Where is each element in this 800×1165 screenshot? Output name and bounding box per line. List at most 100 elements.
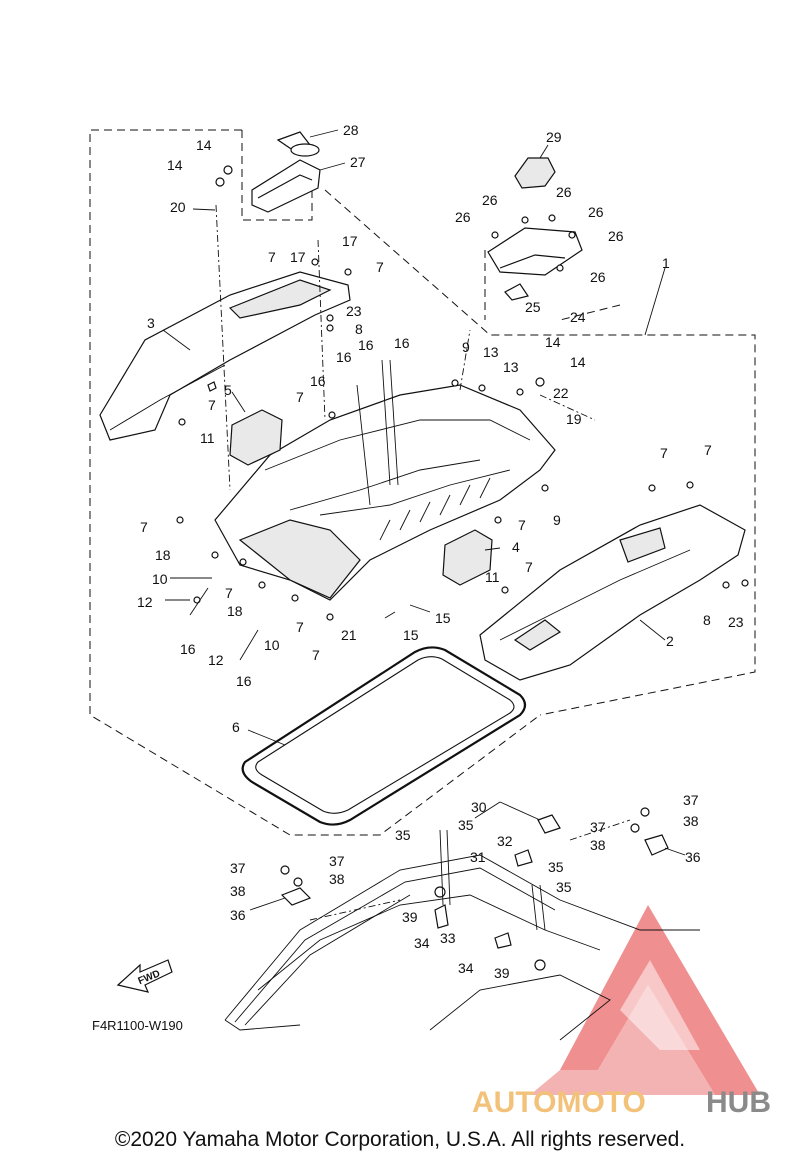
- callout-9a: 9: [462, 339, 470, 355]
- callouts: 1 2 3 4 5 6 7 7 7 7 7 7 7 7 7 7 7 7 8 8 …: [137, 122, 744, 981]
- callout-13b: 13: [503, 359, 519, 375]
- callout-10b: 10: [264, 637, 280, 653]
- callout-39b: 39: [494, 965, 510, 981]
- callout-35d: 35: [556, 879, 572, 895]
- callout-10a: 10: [152, 571, 168, 587]
- callout-38d: 38: [590, 837, 606, 853]
- fwd-arrow-icon: [116, 959, 173, 993]
- callout-11a: 11: [200, 430, 215, 446]
- callout-34a: 34: [414, 935, 430, 951]
- callout-7j: 7: [225, 585, 233, 601]
- callout-7c: 7: [208, 397, 216, 413]
- callout-14c: 14: [545, 334, 561, 350]
- callout-7k: 7: [296, 619, 304, 635]
- part-5-box: [229, 409, 283, 466]
- callout-8b: 8: [703, 612, 711, 628]
- callout-26b: 26: [556, 184, 572, 200]
- callout-7l: 7: [312, 647, 320, 663]
- callout-16d: 16: [310, 373, 326, 389]
- callout-7d: 7: [296, 389, 304, 405]
- callout-26e: 26: [608, 228, 624, 244]
- callout-5: 5: [224, 382, 232, 398]
- callout-38a: 38: [230, 883, 246, 899]
- callout-7f: 7: [704, 442, 712, 458]
- callout-23b: 23: [728, 614, 744, 630]
- part-2-right-cover: [479, 504, 746, 681]
- watermark-text-1: AUTOMOTO: [472, 1086, 646, 1119]
- callout-14a: 14: [196, 137, 212, 153]
- part-27-28-seat-stay: [251, 129, 346, 213]
- callout-37b: 37: [329, 853, 345, 869]
- leader-lines: [162, 208, 686, 911]
- rods: [189, 359, 546, 931]
- callout-7h: 7: [518, 517, 526, 533]
- callout-1: 1: [662, 255, 670, 271]
- callout-35c: 35: [548, 859, 564, 875]
- diagram-code: F4R1100-W190: [92, 1018, 183, 1033]
- callout-6: 6: [232, 719, 240, 735]
- callout-26d: 26: [455, 209, 471, 225]
- callout-11b: 11: [485, 569, 500, 585]
- part-29-cap: [514, 144, 556, 189]
- callout-16a: 16: [336, 349, 352, 365]
- callout-29: 29: [546, 129, 562, 145]
- callout-26f: 26: [590, 269, 606, 285]
- callout-34b: 34: [458, 960, 474, 976]
- callout-9b: 9: [553, 512, 561, 528]
- callout-26a: 26: [482, 192, 498, 208]
- callout-20: 20: [170, 199, 186, 215]
- callout-31: 31: [470, 849, 486, 865]
- callout-4: 4: [512, 539, 520, 555]
- callout-3: 3: [147, 315, 155, 331]
- callout-16e: 16: [180, 641, 196, 657]
- callout-15a: 15: [435, 610, 451, 626]
- callout-27: 27: [350, 154, 366, 170]
- callout-7g: 7: [140, 519, 148, 535]
- callout-39a: 39: [402, 909, 418, 925]
- watermark-text-2: HUB: [706, 1086, 771, 1119]
- callout-35b: 35: [458, 817, 474, 833]
- callout-7e: 7: [660, 445, 668, 461]
- callout-32: 32: [497, 833, 513, 849]
- callout-36a: 36: [230, 907, 246, 923]
- part-24-bracket: [487, 214, 583, 301]
- callout-17a: 17: [342, 233, 358, 249]
- callout-13a: 13: [483, 344, 499, 360]
- part-36-bracket-right: [630, 807, 669, 856]
- callout-24: 24: [570, 309, 586, 325]
- callout-14b: 14: [167, 157, 183, 173]
- callout-33: 33: [440, 930, 456, 946]
- callout-12b: 12: [208, 652, 224, 668]
- callout-22: 22: [553, 385, 569, 401]
- callout-12a: 12: [137, 594, 153, 610]
- callout-37d: 37: [590, 819, 606, 835]
- callout-15b: 15: [403, 627, 419, 643]
- callout-17b: 17: [290, 249, 306, 265]
- callout-26c: 26: [588, 204, 604, 220]
- part-6-gasket: [241, 646, 527, 826]
- callout-38b: 38: [329, 871, 345, 887]
- callout-30: 30: [471, 799, 487, 815]
- callout-37c: 37: [683, 792, 699, 808]
- callout-35a: 35: [395, 827, 411, 843]
- callout-16b: 16: [358, 337, 374, 353]
- copyright-text: ©2020 Yamaha Motor Corporation, U.S.A. A…: [114, 1128, 686, 1151]
- callout-18a: 18: [155, 547, 171, 563]
- callout-25: 25: [525, 299, 541, 315]
- callout-7a: 7: [268, 249, 276, 265]
- main-storage-tray: [214, 384, 556, 601]
- callout-7b: 7: [376, 259, 384, 275]
- part-30-32-clip: [514, 814, 561, 867]
- callout-37a: 37: [230, 860, 246, 876]
- hull-section: [224, 854, 700, 1041]
- callout-28: 28: [343, 122, 359, 138]
- callout-38c: 38: [683, 813, 699, 829]
- part-3-left-cover: [99, 271, 351, 441]
- callout-23a: 23: [346, 303, 362, 319]
- callout-36b: 36: [685, 849, 701, 865]
- callout-21: 21: [341, 627, 357, 643]
- callout-19: 19: [566, 411, 582, 427]
- watermark-logo: [530, 905, 760, 1095]
- callout-8a: 8: [355, 321, 363, 337]
